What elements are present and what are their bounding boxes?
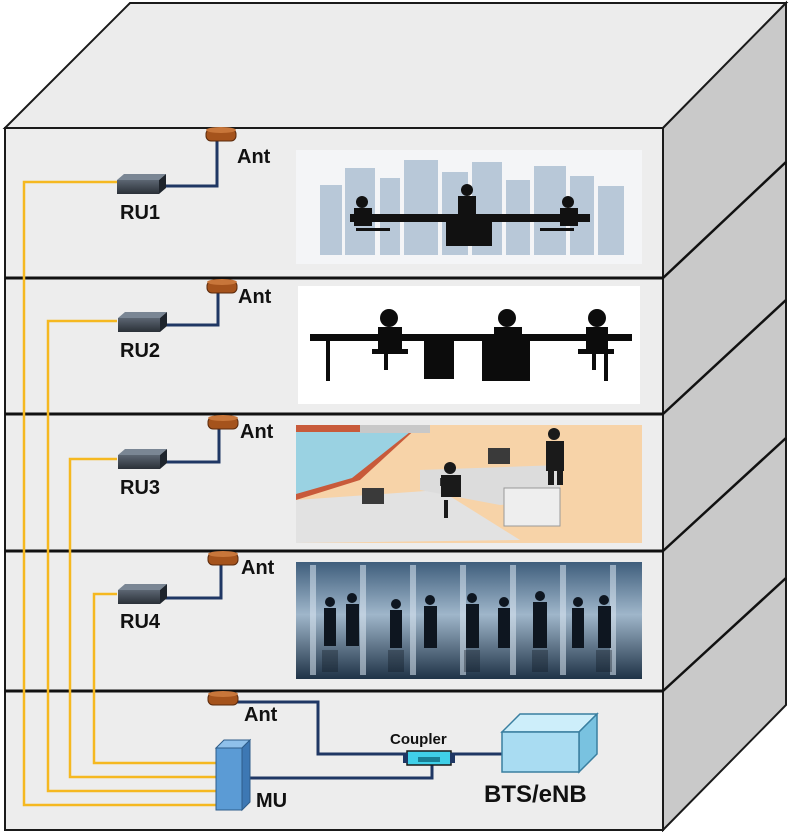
floor-2: Ant RU2 (118, 279, 272, 362)
side-floor-dividers (662, 161, 787, 692)
remote-unit-icon (118, 449, 167, 469)
building-top-face (2, 2, 789, 129)
ru-label: RU1 (120, 202, 160, 224)
remote-unit-icon (117, 174, 166, 194)
fiber-cable-ru1 (22, 180, 216, 807)
coax-coupler-to-mu (250, 765, 434, 780)
coax-cables (162, 138, 502, 780)
scene-open-office (296, 425, 642, 543)
main-unit-icon (214, 738, 252, 812)
fiber-cable-ru4 (92, 592, 216, 765)
bts-label: BTS/eNB (484, 781, 587, 808)
ru-label: RU4 (120, 611, 161, 633)
remote-unit-icon (118, 312, 167, 332)
antenna-icon (207, 691, 239, 706)
floor-3: Ant RU3 (118, 415, 274, 499)
ru-label: RU3 (120, 477, 160, 499)
ant-label: Ant (240, 421, 274, 443)
antenna-icon (207, 551, 239, 566)
floor-dividers (5, 276, 663, 693)
bts-icon (500, 712, 599, 774)
floor-4: Ant RU4 (118, 551, 275, 633)
antenna-icon (207, 415, 239, 430)
floor-1: Ant RU1 (117, 127, 271, 224)
remote-unit-icon (118, 584, 167, 604)
ant-label: Ant (241, 557, 275, 579)
antenna-icon (206, 279, 238, 294)
scene-commuters (296, 562, 642, 679)
fiber-cable-ru2 (46, 319, 216, 793)
ground-floor: Ant Coupler MU BTS/eNB (207, 691, 599, 812)
ant-label: Ant (244, 704, 278, 726)
ant-label: Ant (238, 286, 272, 308)
mu-label: MU (256, 790, 287, 812)
coupler-icon (403, 750, 455, 766)
ant-label: Ant (237, 146, 271, 168)
antenna-icon (205, 127, 237, 142)
fiber-cables (22, 180, 216, 807)
scene-meeting-room (296, 150, 642, 264)
coax-ground-ant-to-coupler (222, 700, 408, 756)
ru-label: RU2 (120, 340, 160, 362)
building-side-face (662, 0, 787, 832)
fiber-cable-ru3 (68, 457, 216, 779)
scene-office-desks (298, 286, 640, 404)
coupler-label: Coupler (390, 731, 447, 748)
